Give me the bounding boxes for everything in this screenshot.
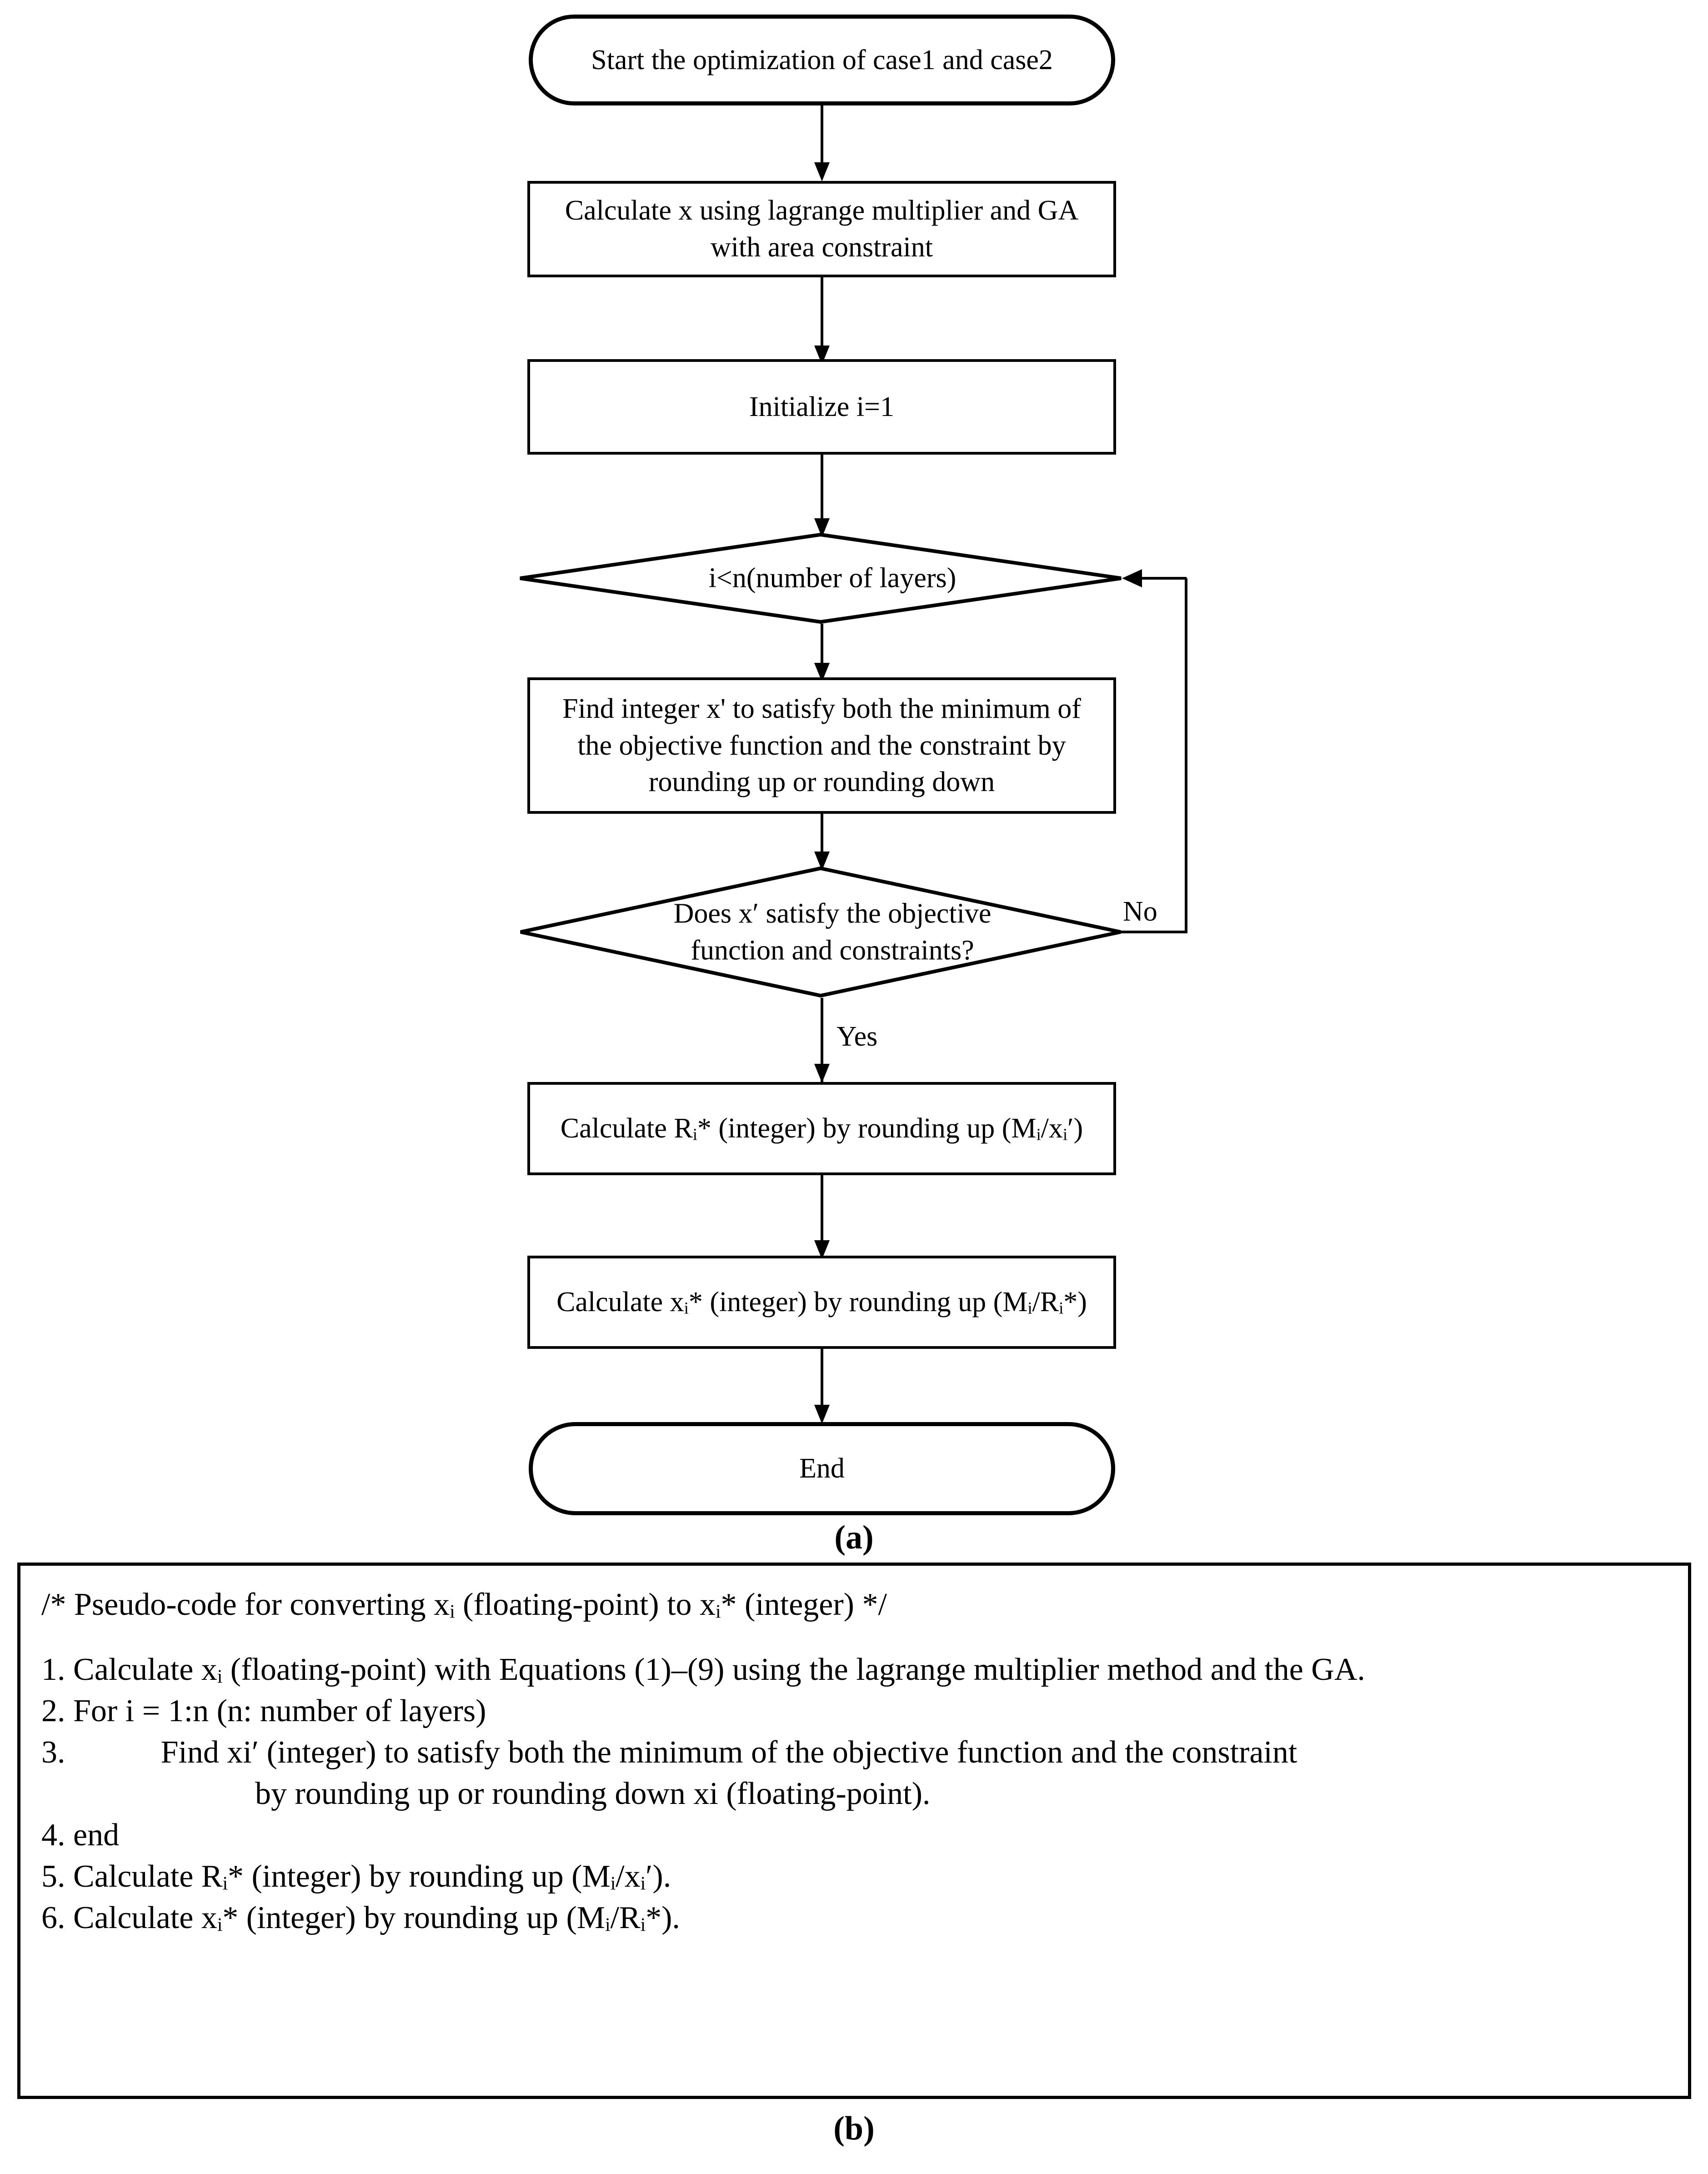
connector-no-horizontal [1119, 931, 1187, 933]
connector-loop-to-find [821, 624, 823, 683]
diamond-shape-loop [520, 533, 1122, 624]
flow-node-calculate-xstar-label: Calculate xᵢ* (integer) by rounding up (… [556, 1287, 1087, 1318]
connector-init-to-loop [821, 455, 823, 532]
connector-calc-x-to-init [821, 277, 823, 359]
pseudocode-line-4: 4. end [41, 1818, 120, 1853]
flow-node-start-label: Start the optimization of case1 and case… [591, 44, 1053, 75]
caption-a: (a) [834, 1519, 874, 1556]
flow-node-calculate-x[interactable]: Calculate x using lagrange multiplier an… [527, 181, 1116, 277]
caption-b: (b) [833, 2110, 875, 2147]
flow-node-calculate-R[interactable]: Calculate Rᵢ* (integer) by rounding up (… [527, 1082, 1116, 1175]
flowchart-panel: Start the optimization of case1 and case… [518, 15, 1187, 1556]
edge-label-yes: Yes [836, 1021, 878, 1052]
arrowhead-end [814, 1405, 830, 1424]
connector-start-to-calc-x [821, 105, 823, 174]
connector-calcR-to-calcx [821, 1175, 823, 1257]
flow-node-initialize-i[interactable]: Initialize i=1 [527, 359, 1116, 455]
connector-yes-vertical [821, 998, 823, 1084]
pseudocode-line-5: 5. Calculate Rᵢ* (integer) by rounding u… [41, 1859, 671, 1894]
connector-calcx-to-end [821, 1349, 823, 1421]
flow-node-satisfy-condition[interactable]: Does x′ satisfy the objective function a… [518, 866, 1123, 998]
edge-label-no: No [1123, 896, 1157, 927]
connector-no-return [1142, 577, 1187, 580]
arrowhead-loop-return [1122, 569, 1142, 587]
flow-node-initialize-i-label: Initialize i=1 [749, 391, 895, 422]
pseudocode-line-1: 1. Calculate xᵢ (floating-point) with Eq… [41, 1652, 1365, 1687]
flow-node-loop-condition[interactable]: i<n(number of layers) [518, 533, 1123, 624]
flow-node-satisfy-condition-label: Does x′ satisfy the objective function a… [673, 898, 992, 966]
flow-node-calculate-xstar[interactable]: Calculate xᵢ* (integer) by rounding up (… [527, 1256, 1116, 1349]
pseudocode-line-2: 2. For i = 1:n (n: number of layers) [41, 1693, 486, 1728]
connector-no-vertical [1185, 578, 1187, 932]
flow-node-find-integer-label: Find integer x' to satisfy both the mini… [562, 693, 1081, 798]
flow-node-loop-condition-label: i<n(number of layers) [708, 562, 957, 594]
pseudocode-header: /* Pseudo-code for converting xᵢ (floati… [41, 1587, 887, 1622]
connector-find-to-check [821, 814, 823, 873]
flow-node-start[interactable]: Start the optimization of case1 and case… [529, 15, 1115, 105]
pseudocode-line-6: 6. Calculate xᵢ* (integer) by rounding u… [41, 1900, 680, 1935]
flow-node-calculate-R-label: Calculate Rᵢ* (integer) by rounding up (… [560, 1113, 1083, 1144]
arrowhead-calc-x [814, 162, 830, 181]
pseudocode-line-3: 3. Find xi′ (integer) to satisfy both th… [41, 1735, 1297, 1770]
flow-node-end-label: End [799, 1453, 845, 1484]
arrowhead-calc-R [814, 1064, 830, 1083]
flow-node-calculate-x-label: Calculate x using lagrange multiplier an… [565, 195, 1079, 263]
pseudocode-line-3-continuation: by rounding up or rounding down xi (floa… [255, 1776, 931, 1811]
flow-node-end[interactable]: End [529, 1422, 1115, 1515]
pseudocode-panel: /* Pseudo-code for converting xᵢ (floati… [17, 1563, 1691, 2099]
diamond-shape-satisfy [520, 866, 1121, 998]
flow-node-find-integer[interactable]: Find integer x' to satisfy both the mini… [527, 677, 1116, 814]
pseudocode-spacer [41, 1625, 1667, 1649]
